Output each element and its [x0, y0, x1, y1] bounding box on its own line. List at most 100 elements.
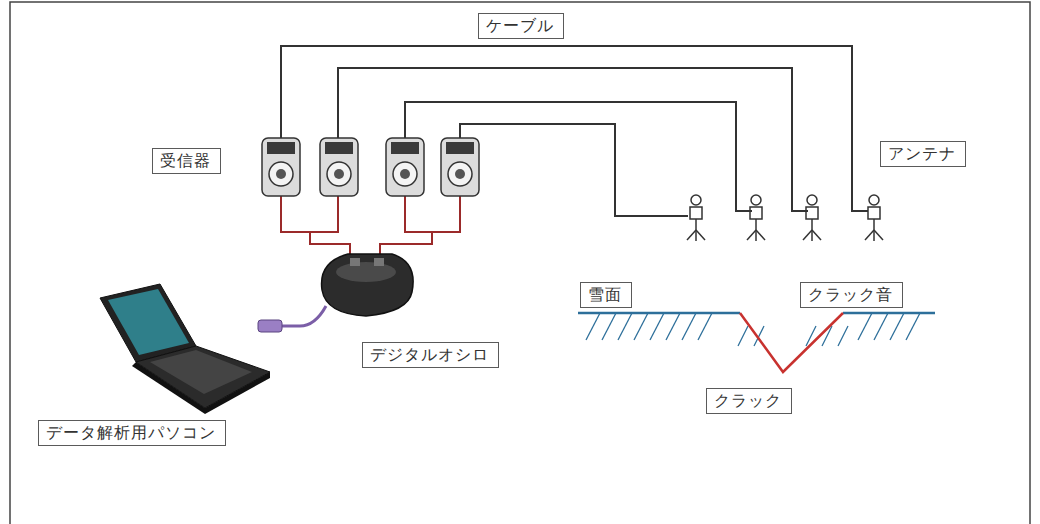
label-text: アンテナ [881, 142, 965, 166]
hatch-stroke [874, 313, 888, 340]
antenna-leg [755, 230, 757, 241]
receivers [262, 138, 479, 196]
antenna [687, 195, 705, 241]
label-box: 雪面 [580, 282, 632, 308]
signal-wire [281, 196, 338, 232]
antenna [747, 195, 765, 241]
receiver-knob [400, 169, 410, 179]
receiver-knob [276, 169, 286, 179]
receiver-dial [327, 162, 351, 186]
antenna-leg [865, 230, 874, 240]
label-box: アンテナ [880, 141, 966, 167]
label-text: デジタルオシロ [363, 343, 498, 367]
hatch-stroke [906, 313, 920, 340]
outer-frame [10, 2, 1030, 524]
signal-wire [405, 196, 460, 232]
receiver-body [262, 138, 300, 196]
antenna-mast [755, 219, 757, 230]
antenna-mast [695, 219, 697, 230]
antenna-leg [812, 230, 821, 240]
hatch-stroke [838, 326, 848, 346]
receiver-body [320, 138, 358, 196]
antenna-body [750, 207, 762, 219]
antennas [687, 195, 883, 241]
hatch-stroke [634, 313, 648, 340]
receiver-body [386, 138, 424, 196]
cable [281, 46, 868, 211]
antenna-body [806, 207, 818, 219]
antenna-mast [873, 219, 875, 230]
antenna [865, 195, 883, 241]
antenna-body [690, 207, 702, 219]
receiver-dial [393, 162, 417, 186]
hatch-stroke [698, 313, 712, 340]
snow-surface [578, 313, 935, 372]
label-text: 受信器 [153, 149, 220, 173]
receiver [386, 138, 424, 196]
label-box: 受信器 [152, 148, 221, 174]
antenna-head [691, 195, 701, 205]
receiver-body [441, 138, 479, 196]
receiver-panel [391, 142, 419, 154]
antenna-head [807, 195, 817, 205]
antenna-leg [747, 230, 756, 240]
snow-surface-line [843, 312, 935, 315]
hatch-stroke [858, 313, 872, 340]
label-text: ケーブル [479, 14, 563, 38]
antenna-mast [811, 219, 813, 230]
antenna-leg [874, 230, 883, 240]
usb-plug [258, 320, 282, 332]
laptop-edge [132, 362, 205, 414]
usb-cable [258, 306, 326, 332]
label-text: 雪面 [581, 283, 631, 307]
antenna-leg [873, 230, 875, 241]
label-text: データ解析用パソコン [39, 421, 225, 445]
snow-surface-line [578, 312, 740, 315]
oscilloscope-body [322, 254, 414, 316]
label-box: ケーブル [478, 13, 564, 39]
receiver [262, 138, 300, 196]
antenna [803, 195, 821, 241]
receiver-dial [448, 162, 472, 186]
hatch-stroke [682, 313, 696, 340]
label-text: クラック [707, 389, 791, 413]
cables [281, 46, 868, 216]
label-box: デジタルオシロ [362, 342, 499, 368]
receiver-panel [325, 142, 353, 154]
antenna-leg [696, 230, 705, 240]
label-text: クラック音 [801, 283, 902, 307]
receiver-knob [334, 169, 344, 179]
digital-oscilloscope [322, 254, 414, 316]
receiver-knob [455, 169, 465, 179]
label-box: クラック音 [800, 282, 903, 308]
hatch-stroke [738, 326, 748, 346]
hatch-stroke [618, 313, 632, 340]
label-box: データ解析用パソコン [38, 420, 226, 446]
receiver-panel [446, 142, 474, 154]
hatch-stroke [890, 313, 904, 340]
crack-outline [740, 313, 843, 372]
receiver [441, 138, 479, 196]
cable [405, 102, 752, 211]
hatch-stroke [666, 313, 680, 340]
hatch-stroke [586, 313, 600, 340]
cable [460, 124, 688, 216]
receiver-dial [269, 162, 293, 186]
hatch-stroke [650, 313, 664, 340]
signal-wires [281, 196, 460, 262]
label-box: クラック [706, 388, 792, 414]
laptop-screen [108, 289, 189, 355]
hatch-stroke [602, 313, 616, 340]
antenna-body [868, 207, 880, 219]
receiver [320, 138, 358, 196]
antenna-leg [803, 230, 812, 240]
antenna-leg [695, 230, 697, 241]
laptop [100, 284, 270, 414]
antenna-head [869, 195, 879, 205]
receiver-panel [267, 142, 295, 154]
antenna-leg [756, 230, 765, 240]
antenna-leg [687, 230, 696, 240]
oscilloscope-top [336, 262, 396, 282]
cable [338, 68, 808, 211]
